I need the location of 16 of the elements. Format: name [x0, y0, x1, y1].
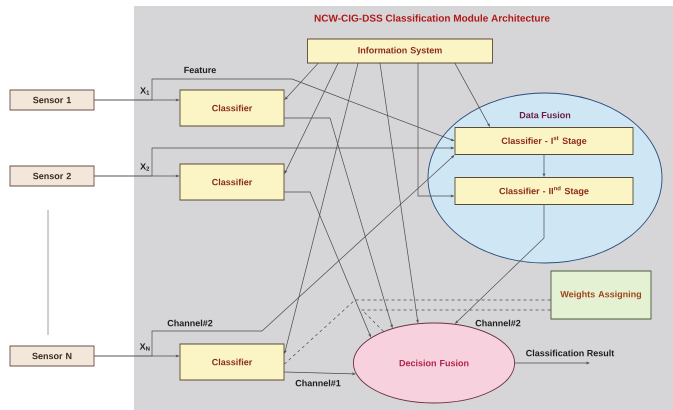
edge-label: Classification Result — [524, 348, 616, 358]
edge-label: Channel#1 — [294, 378, 342, 388]
sensor-box: Sensor 1 — [10, 90, 94, 110]
process-box: Classifier — [180, 90, 284, 126]
process-box: Classifier - I$^{st}$ Stage — [454, 127, 634, 155]
dashed-line — [361, 310, 551, 332]
process-box: Classifier — [180, 344, 284, 380]
process-box: Weights Assigning — [550, 270, 652, 320]
dashed-line — [284, 300, 551, 364]
process-box: Classifier — [180, 164, 284, 200]
process-box: Information System — [307, 38, 493, 64]
sensor-box: Sensor 2 — [10, 166, 94, 186]
sensor-box: Sensor N — [10, 346, 94, 366]
title: NCW-CIG-DSS Classification Module Architecture — [314, 14, 550, 22]
process-box: Classifier - II$^{nd}$ Stage — [454, 177, 634, 205]
edge-label: Channel#2 — [166, 318, 214, 328]
